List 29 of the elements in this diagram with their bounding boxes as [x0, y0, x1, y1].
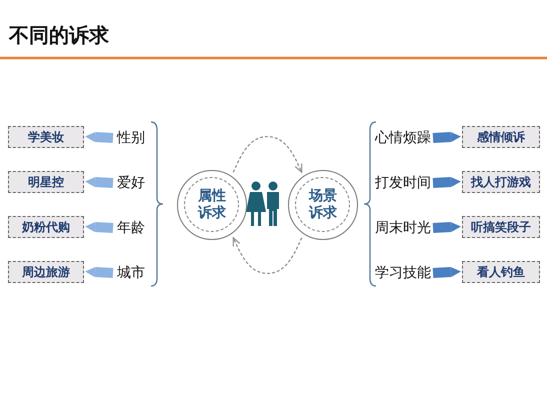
category-label: 城市	[114, 262, 148, 284]
block-arrow	[432, 267, 461, 278]
result-box: 找人打游戏	[462, 171, 540, 193]
block-arrow	[432, 132, 461, 143]
result-box: 周边旅游	[8, 261, 84, 283]
topic-circle: 场景诉求	[288, 170, 358, 240]
dashed-arrow	[232, 237, 302, 274]
topic-circle: 属性诉求	[177, 170, 247, 240]
category-label: 学习技能	[374, 262, 432, 284]
block-arrow	[85, 177, 114, 188]
category-label: 爱好	[114, 172, 148, 194]
category-label: 心情烦躁	[374, 127, 432, 149]
block-arrow	[432, 177, 461, 188]
block-arrow	[85, 267, 114, 278]
category-label: 年龄	[114, 217, 148, 239]
block-arrow	[85, 222, 114, 233]
dashed-arrow	[232, 136, 302, 173]
result-box: 听搞笑段子	[462, 216, 540, 238]
title: 不同的诉求	[9, 22, 109, 49]
block-arrow	[432, 222, 461, 233]
result-box: 看人钓鱼	[462, 261, 540, 283]
block-arrow	[85, 132, 114, 143]
result-box: 奶粉代购	[8, 216, 84, 238]
result-box: 明星控	[8, 171, 84, 193]
result-box: 学美妆	[8, 126, 84, 148]
category-label: 周末时光	[374, 217, 432, 239]
result-box: 感情倾诉	[462, 126, 540, 148]
category-label: 性别	[114, 127, 148, 149]
category-label: 打发时间	[374, 172, 432, 194]
